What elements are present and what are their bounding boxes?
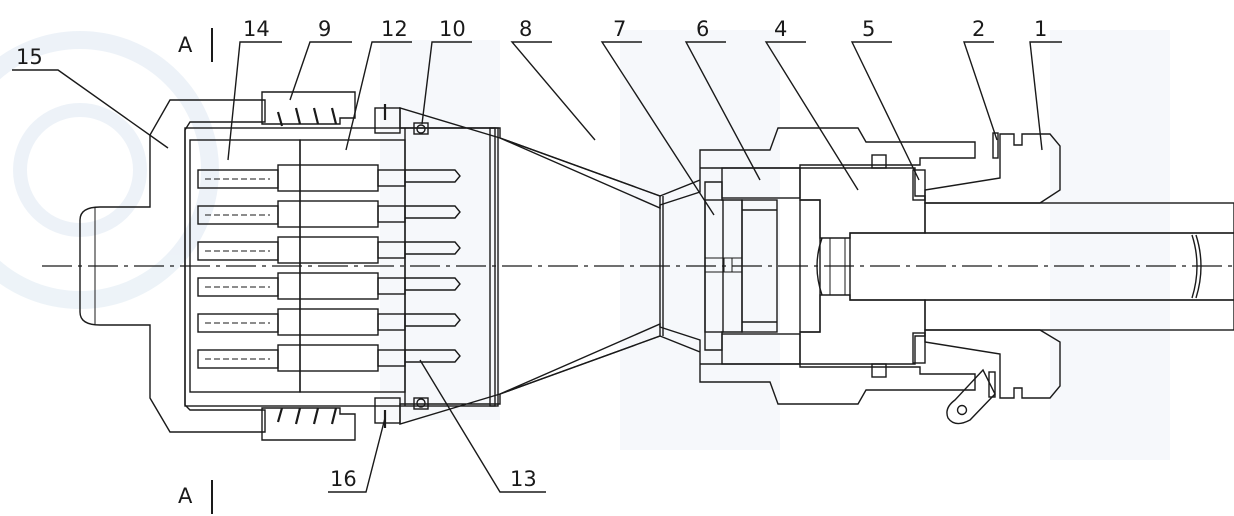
callout-2-label: 2 (972, 17, 985, 41)
callout-6: 6 (684, 17, 761, 181)
section-mark-top-letter: A (178, 33, 193, 57)
callout-4: 4 (764, 17, 859, 191)
part-13-contacts (197, 140, 461, 392)
callout-6-label: 6 (696, 17, 709, 41)
section-mark-top: A (178, 28, 213, 62)
part-8-housing (399, 107, 976, 425)
contact-row (197, 344, 461, 372)
callout-9: 9 (289, 17, 352, 101)
callout-4-label: 4 (774, 17, 787, 41)
callout-16: 16 (328, 417, 386, 493)
callout-13: 13 (419, 359, 546, 493)
callout-5: 5 (850, 17, 920, 181)
callout-15: 15 (12, 45, 169, 149)
callout-1: 1 (1029, 17, 1062, 151)
watermark (0, 30, 1170, 460)
callout-13-label: 13 (510, 467, 537, 491)
part-5-gland-ring (912, 169, 926, 364)
callout-12: 12 (345, 17, 412, 151)
part-2-lock-washer (946, 132, 999, 425)
callout-1-label: 1 (1034, 17, 1047, 41)
callout-15-label: 15 (16, 45, 43, 69)
callout-14-label: 14 (243, 17, 270, 41)
section-mark-bottom-letter: A (178, 484, 193, 508)
callout-7: 7 (600, 17, 715, 216)
contact-row (197, 272, 461, 300)
callout-2: 2 (963, 17, 998, 141)
section-mark-bottom: A (178, 480, 213, 514)
callouts: 15 14 9 12 10 8 7 (12, 17, 1062, 493)
callout-8-label: 8 (519, 17, 532, 41)
callout-14: 14 (227, 17, 282, 161)
callout-12-label: 12 (381, 17, 408, 41)
callout-10: 10 (421, 17, 472, 125)
part-4-grommet (799, 154, 926, 378)
contact-row (197, 236, 461, 264)
contact-row (197, 308, 461, 336)
callout-5-label: 5 (862, 17, 875, 41)
callout-10-label: 10 (439, 17, 466, 41)
callout-8: 8 (510, 17, 596, 141)
part-9-coupling-ring (261, 91, 356, 441)
callout-9-label: 9 (318, 17, 331, 41)
contact-row (197, 200, 461, 228)
callout-16-label: 16 (330, 467, 357, 491)
contact-row (197, 164, 461, 192)
callout-7-label: 7 (613, 17, 626, 41)
part-7-clamp (704, 181, 778, 351)
